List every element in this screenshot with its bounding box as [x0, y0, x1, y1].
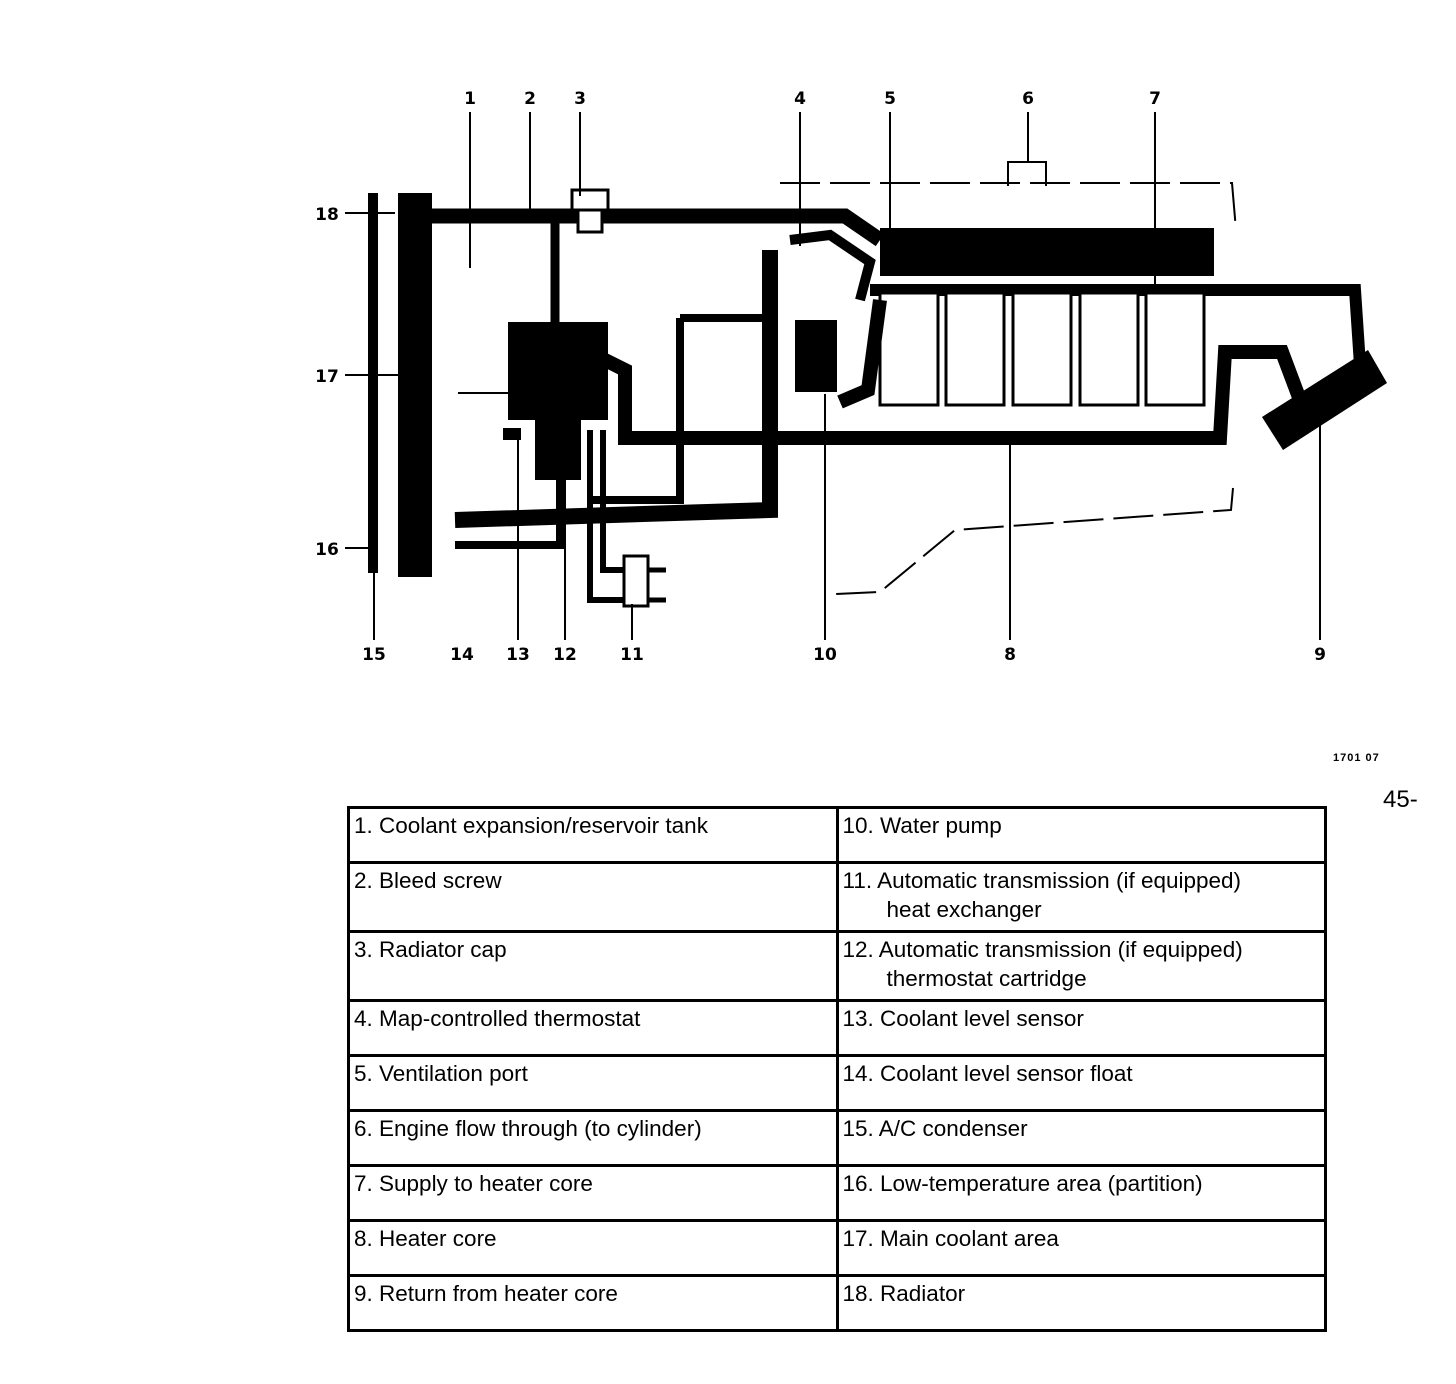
- callout-10: 10: [813, 645, 837, 665]
- legend-row: 5. Ventilation port 14. Coolant level se…: [347, 1054, 1327, 1112]
- expansion-tank-block: [508, 322, 608, 420]
- legend-cell: 9. Return from heater core: [347, 1274, 839, 1332]
- legend-cell: 4. Map-controlled thermostat: [347, 999, 839, 1057]
- callout-5: 5: [884, 89, 896, 109]
- legend-cell: 14. Coolant level sensor float: [835, 1054, 1327, 1112]
- callout-18: 18: [315, 205, 339, 225]
- legend-cell: 11. Automatic transmission (if equipped)…: [835, 861, 1327, 933]
- radiator-cap: [570, 188, 610, 212]
- ac-condenser: [368, 193, 378, 573]
- legend-row: 1. Coolant expansion/reservoir tank 10. …: [347, 806, 1327, 864]
- callout-4: 4: [794, 89, 806, 109]
- legend-cell: 1. Coolant expansion/reservoir tank: [347, 806, 839, 864]
- legend-cell: 2. Bleed screw: [347, 861, 839, 933]
- legend-row: 6. Engine flow through (to cylinder) 15.…: [347, 1109, 1327, 1167]
- callout-16: 16: [315, 540, 339, 560]
- atf-heat-exchanger: [622, 554, 650, 608]
- legend-cell: 7. Supply to heater core: [347, 1164, 839, 1222]
- leader-lines: [345, 112, 1321, 640]
- legend-cell: 16. Low-temperature area (partition): [835, 1164, 1327, 1222]
- legend-row: 4. Map-controlled thermostat 13. Coolant…: [347, 999, 1327, 1057]
- page-number: 45-: [1383, 786, 1418, 813]
- callout-2: 2: [524, 89, 536, 109]
- callout-8: 8: [1004, 645, 1016, 665]
- legend-row: 7. Supply to heater core 16. Low-tempera…: [347, 1164, 1327, 1222]
- legend-cell: 5. Ventilation port: [347, 1054, 839, 1112]
- figure-code: 1701 07: [1333, 752, 1380, 764]
- diagram-drawing: [345, 112, 1387, 640]
- water-pump: [795, 320, 837, 392]
- callout-6: 6: [1022, 89, 1034, 109]
- legend-cell: 18. Radiator: [835, 1274, 1327, 1332]
- callout-7: 7: [1149, 89, 1161, 109]
- callout-17: 17: [315, 367, 339, 387]
- heater-core: [1262, 350, 1387, 450]
- radiator: [398, 193, 432, 577]
- callout-13: 13: [506, 645, 530, 665]
- legend-row: 3. Radiator cap 12. Automatic transmissi…: [347, 930, 1327, 1002]
- legend-cell: 12. Automatic transmission (if equipped)…: [835, 930, 1327, 1002]
- legend-cell: 17. Main coolant area: [835, 1219, 1327, 1277]
- coolant-level-sensor: [503, 428, 521, 440]
- legend-row: 9. Return from heater core 18. Radiator: [347, 1274, 1327, 1332]
- legend-cell: 13. Coolant level sensor: [835, 999, 1327, 1057]
- callout-11: 11: [620, 645, 644, 665]
- cooling-system-diagram: 1 2 3 4 5 6 7 8 9 10 11 12 13 14 15 16 1…: [315, 89, 1387, 665]
- upper-hose: [430, 208, 885, 247]
- engine-flow-bar: [880, 228, 1214, 276]
- callout-12: 12: [553, 645, 577, 665]
- legend-cell: 10. Water pump: [835, 806, 1327, 864]
- callout-14: 14: [450, 645, 474, 665]
- callout-1: 1: [464, 89, 476, 109]
- legend-row: 8. Heater core 17. Main coolant area: [347, 1219, 1327, 1277]
- legend-cell: 15. A/C condenser: [835, 1109, 1327, 1167]
- callout-numbers: 1 2 3 4 5 6 7 8 9 10 11 12 13 14 15 16 1…: [315, 89, 1326, 665]
- legend-cell: 8. Heater core: [347, 1219, 839, 1277]
- legend-cell: 3. Radiator cap: [347, 930, 839, 1002]
- legend-row: 2. Bleed screw 11. Automatic transmissio…: [347, 861, 1327, 933]
- cylinders: [878, 291, 1206, 407]
- callout-9: 9: [1314, 645, 1326, 665]
- legend-cell: 6. Engine flow through (to cylinder): [347, 1109, 839, 1167]
- engine-outline: [780, 182, 1237, 595]
- map-thermostat: [789, 229, 876, 302]
- callout-3: 3: [574, 89, 586, 109]
- callout-15: 15: [362, 645, 386, 665]
- legend-table: 1. Coolant expansion/reservoir tank 10. …: [347, 806, 1327, 1332]
